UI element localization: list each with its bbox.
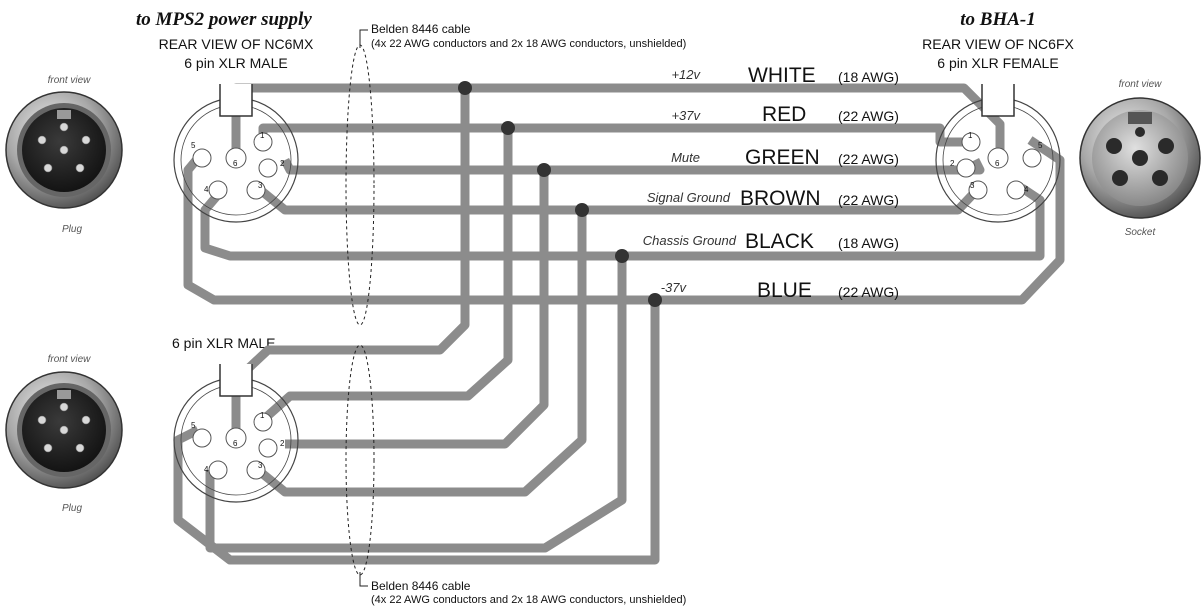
connector-nc6mx-rear: 6 1 2 3 4 5	[173, 84, 299, 223]
front-view-label-right: front view	[1119, 79, 1163, 90]
cable-label-leader-top	[359, 29, 368, 48]
cable-name-top: Belden 8446 cable	[371, 22, 471, 36]
wire-green-branch	[285, 170, 549, 449]
wire-black	[200, 184, 1045, 261]
cable-spec-top: (4x 22 AWG conductors and 2x 18 AWG cond…	[371, 38, 686, 50]
right-connector-view: REAR VIEW OF NC6FX	[922, 36, 1074, 52]
pin-rings	[956, 132, 1042, 200]
wire-brown-branch	[255, 210, 587, 497]
wire-color-red: RED	[762, 103, 806, 126]
pin-label-6: 6	[233, 439, 238, 448]
wire-signal-white: +12v	[671, 67, 701, 82]
pin-label-6: 6	[233, 159, 238, 168]
pin-label-3: 3	[258, 181, 263, 190]
pin-label-1: 1	[968, 131, 973, 140]
wire-bundle	[173, 83, 1065, 565]
pin-label-4: 4	[204, 185, 209, 194]
splice-dot-red	[501, 121, 515, 135]
pin-label-4: 4	[204, 465, 209, 474]
cable-spec-bottom: (4x 22 AWG conductors and 2x 18 AWG cond…	[371, 594, 686, 606]
pin-label-1: 1	[260, 131, 265, 140]
bottom-connector-desc: 6 pin XLR MALE	[172, 335, 276, 351]
splice-dot-brown	[575, 203, 589, 217]
right-connector-desc: 6 pin XLR FEMALE	[937, 55, 1058, 71]
pin-label-6: 6	[995, 159, 1000, 168]
wire-color-white: WHITE	[748, 64, 816, 87]
socket-photo: front view Socket	[1079, 79, 1201, 238]
front-view-label-top: front view	[48, 75, 92, 86]
left-title: to MPS2 power supply	[136, 9, 312, 30]
splice-dot-white	[458, 81, 472, 95]
right-title: to BHA-1	[960, 9, 1035, 30]
wire-color-brown: BROWN	[740, 187, 821, 210]
cable-name-bottom: Belden 8446 cable	[371, 579, 471, 593]
wire-gauge-green: (22 AWG)	[838, 151, 899, 167]
wire-signal-green: Mute	[671, 150, 700, 165]
pin-label-5: 5	[1038, 141, 1043, 150]
wire-signal-blue: -37v	[661, 280, 688, 295]
wire-brown	[255, 184, 979, 215]
pin-label-5: 5	[191, 141, 196, 150]
pin-label-1: 1	[260, 411, 265, 420]
socket-label: Socket	[1125, 227, 1157, 238]
wire-signal-brown: Signal Ground	[647, 190, 731, 205]
wire-green	[280, 157, 985, 175]
wire-gauge-red: (22 AWG)	[838, 108, 899, 124]
pin-label-2: 2	[280, 159, 285, 168]
wire-legend: +12v WHITE (18 AWG) +37v RED (22 AWG) Mu…	[643, 64, 899, 302]
cable-bundle-ellipse-bottom	[345, 344, 375, 576]
wire-color-blue: BLUE	[757, 279, 812, 302]
cable-bundle-ellipse-top	[345, 44, 375, 326]
splice-dot-blue	[648, 293, 662, 307]
pin-label-4: 4	[1024, 185, 1029, 194]
splice-dot-black	[615, 249, 629, 263]
connector-bottom-rear: 6 1 2 3 4 5	[173, 364, 299, 503]
connector-nc6fx-rear: 6 1 2 3 4 5	[935, 84, 1061, 223]
left-connector-desc: 6 pin XLR MALE	[184, 55, 288, 71]
front-view-label-bottom: front view	[48, 354, 92, 365]
pin-label-2: 2	[280, 439, 285, 448]
plug-label-top: Plug	[62, 224, 82, 235]
pin-label-2: 2	[950, 159, 955, 168]
plug-label-bottom: Plug	[62, 503, 82, 514]
wire-red	[258, 123, 968, 147]
splice-points	[458, 81, 662, 307]
plug-photo-top: front view Plug	[5, 75, 123, 235]
plug-photo-bottom: front view Plug	[5, 354, 123, 514]
wire-color-black: BLACK	[745, 230, 814, 253]
wire-red-branch	[260, 128, 513, 424]
wire-signal-red: +37v	[671, 108, 701, 123]
wire-gauge-white: (18 AWG)	[838, 69, 899, 85]
wire-signal-black: Chassis Ground	[643, 233, 737, 248]
wire-black-branch	[205, 256, 627, 553]
wire-color-green: GREEN	[745, 146, 820, 169]
wire-gauge-black: (18 AWG)	[838, 235, 899, 251]
left-connector-view: REAR VIEW OF NC6MX	[159, 36, 314, 52]
wire-blue	[183, 136, 1065, 305]
pin-rings	[192, 132, 278, 200]
splice-dot-green	[537, 163, 551, 177]
pin-rings	[192, 412, 278, 480]
pin-label-3: 3	[970, 181, 975, 190]
pin-label-5: 5	[191, 421, 196, 430]
pin-label-3: 3	[258, 461, 263, 470]
cable-label-leader-bottom	[359, 572, 368, 587]
wire-gauge-blue: (22 AWG)	[838, 284, 899, 300]
wire-gauge-brown: (22 AWG)	[838, 192, 899, 208]
